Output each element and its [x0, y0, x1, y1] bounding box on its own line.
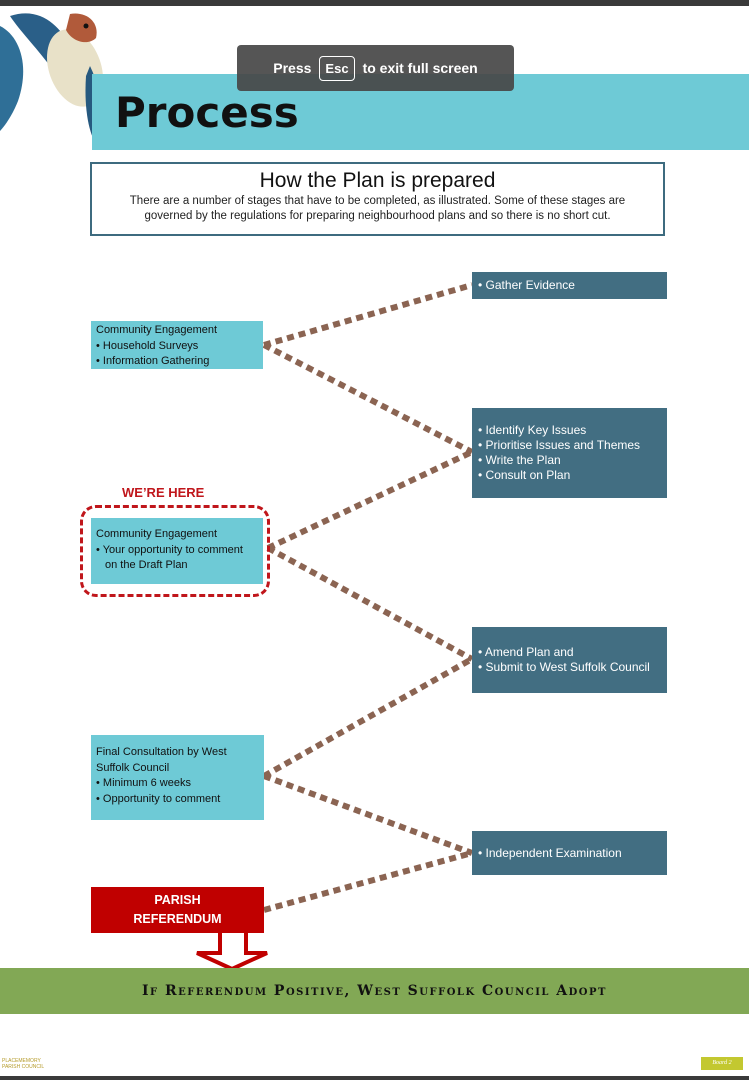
- connector-7: [263, 850, 473, 913]
- stage-title: Community Engagement: [96, 528, 218, 540]
- bottom-frame-bar: [0, 1076, 749, 1080]
- stage-title: Final Consultation by West: [96, 746, 227, 758]
- connector-4: [266, 545, 474, 662]
- toast-press-text: Press: [273, 60, 312, 76]
- stage-item: Your opportunity to comment: [96, 543, 258, 559]
- referendum-line-1: PARISH: [154, 893, 201, 907]
- swallow-bird-icon: [0, 13, 104, 144]
- connector-6: [262, 773, 474, 856]
- stage-item: Independent Examination: [478, 846, 661, 861]
- stage-amend-submit: Amend Plan and Submit to West Suffolk Co…: [472, 627, 667, 693]
- stage-item: Submit to West Suffolk Council: [478, 660, 661, 675]
- connector-5: [262, 656, 474, 779]
- current-stage-label: WE’RE HERE: [122, 485, 205, 500]
- stage-title-line2: Suffolk Council: [96, 761, 170, 774]
- stage-title: Community Engagement: [96, 324, 218, 336]
- stage-plan-writing: Identify Key Issues Prioritise Issues an…: [472, 408, 667, 498]
- stage-community-engagement-2: Community Engagement Your opportunity to…: [91, 518, 263, 584]
- page-tag: Board 2: [701, 1057, 743, 1070]
- toast-rest-text: to exit full screen: [362, 60, 478, 76]
- connector-3: [266, 449, 474, 551]
- stage-item: Gather Evidence: [478, 278, 661, 293]
- stage-item: Prioritise Issues and Themes: [478, 438, 661, 453]
- fullscreen-toast: Press Esc to exit full screen: [237, 45, 514, 91]
- parish-logo: PLACEMEMORY PARISH COUNCIL: [2, 1058, 45, 1070]
- stage-item: Minimum 6 weeks: [96, 776, 259, 792]
- connector-2: [262, 342, 474, 455]
- stage-item: Household Surveys: [96, 339, 258, 355]
- outcome-text: If Referendum Positive, West Suffolk Cou…: [142, 983, 607, 999]
- outcome-band: If Referendum Positive, West Suffolk Cou…: [0, 968, 749, 1014]
- intro-box: How the Plan is prepared There are a num…: [90, 162, 665, 236]
- top-frame-bar: [0, 0, 749, 6]
- intro-heading: How the Plan is prepared: [259, 169, 496, 192]
- stage-item: Identify Key Issues: [478, 423, 661, 438]
- esc-key-icon[interactable]: Esc: [319, 55, 355, 81]
- connector-1: [263, 282, 473, 348]
- stage-item: Write the Plan: [478, 453, 661, 468]
- current-stage-highlight: [80, 505, 270, 597]
- stage-item: on the Draft Plan: [105, 559, 188, 571]
- down-arrow-icon: [196, 933, 268, 971]
- page-title: Process: [115, 88, 299, 137]
- stage-item: Consult on Plan: [478, 468, 661, 483]
- stage-community-engagement-1: Community Engagement Household Surveys I…: [91, 321, 263, 369]
- referendum-box: PARISH REFERENDUM: [91, 887, 264, 933]
- stage-item: Opportunity to comment: [96, 792, 259, 808]
- referendum-line-2: REFERENDUM: [133, 912, 222, 926]
- stage-item: Information Gathering: [96, 354, 258, 370]
- stage-independent-examination: Independent Examination: [472, 831, 667, 875]
- stage-gather-evidence: Gather Evidence: [472, 272, 667, 299]
- intro-body: There are a number of stages that have t…: [129, 195, 626, 222]
- stage-final-consultation: Final Consultation by West Suffolk Counc…: [91, 735, 264, 820]
- stage-item: Amend Plan and: [478, 645, 661, 660]
